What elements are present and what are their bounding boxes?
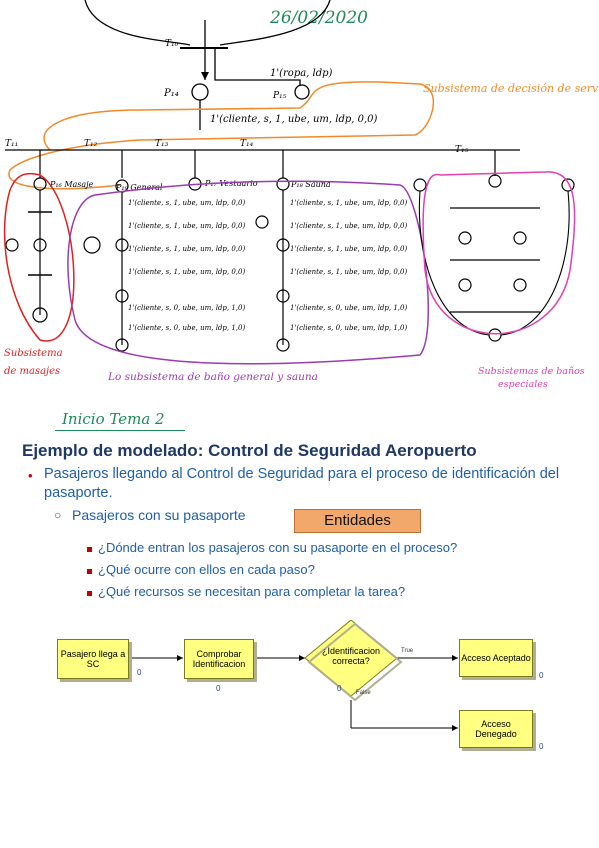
question-1: ¿Dónde entran los pasajeros con su pasap…	[98, 540, 458, 555]
svg-text:1'(cliente, s, 1, ube, um, ldp: 1'(cliente, s, 1, ube, um, ldp, 0,0)	[128, 222, 245, 230]
question-2: ¿Qué ocurre con ellos en cada paso?	[98, 562, 315, 577]
svg-text:1'(cliente, s, 1, ube, um, ldp: 1'(cliente, s, 1, ube, um, ldp, 0,0)	[290, 222, 407, 230]
true-label: True	[401, 648, 414, 654]
general-subsystem-label: Lo subsistema de baño general y sauna	[107, 371, 318, 383]
slide-title: Ejemplo de modelado: Control de Segurida…	[22, 441, 477, 460]
svg-text:de masajes: de masajes	[4, 366, 60, 377]
process-module[interactable]: Comprobar Identificacion	[184, 639, 254, 679]
p16-label: P₁₆ Masaje	[49, 180, 94, 189]
decide-label[interactable]: ¿Identificacion correcta?	[321, 646, 381, 666]
accept-module[interactable]: Acceso Aceptado	[459, 639, 533, 677]
deny-module[interactable]: Acceso Denegado	[459, 710, 533, 748]
svg-text:1'(cliente, s, 1, ube, um, ldp: 1'(cliente, s, 1, ube, um, ldp, 0,0)	[290, 245, 407, 253]
svg-text:1'(cliente, s, 0, ube, um, ldp: 1'(cliente, s, 0, ube, um, ldp, 1,0)	[290, 324, 407, 332]
create-module[interactable]: Pasajero llega a SC	[57, 639, 129, 679]
token-ropa: 1'(ropa, ldp)	[270, 68, 333, 79]
svg-text:1'(cliente, s, 1, ube, um, ldp: 1'(cliente, s, 1, ube, um, ldp, 0,0)	[128, 199, 245, 207]
svg-text:1'(cliente, s, 1, ube, um, ldp: 1'(cliente, s, 1, ube, um, ldp, 0,0)	[290, 268, 407, 276]
false-label: False	[356, 690, 371, 696]
date-annotation: 26/02/2020	[270, 8, 368, 28]
entidades-badge: Entidades	[294, 509, 421, 533]
t14-label: T₁₄	[240, 139, 254, 149]
p18-label: P₁₈ Sauna	[290, 180, 331, 189]
token-cliente: 1'(cliente, s, 1, ube, um, ldp, 0,0)	[210, 114, 378, 125]
counter: 0	[539, 742, 544, 751]
bullet-passengers: Pasajeros llegando al Control de Segurid…	[44, 466, 560, 501]
masaje-subsystem-label: Subsistema	[4, 348, 63, 359]
counter: 0	[137, 668, 142, 677]
banos-subsystem-label: Subsistemas de baños	[478, 366, 585, 377]
underline	[55, 430, 185, 431]
p15-label: P₁₅	[272, 91, 287, 101]
bullet-dot: •	[28, 468, 33, 483]
svg-text:1'(cliente, s, 1, ube, um, ldp: 1'(cliente, s, 1, ube, um, ldp, 0,0)	[290, 199, 407, 207]
square-bullet	[87, 547, 92, 552]
t10-label: T₁₀	[165, 39, 179, 49]
svg-text:especiales: especiales	[498, 379, 548, 390]
question-3: ¿Qué recursos se necesitan para completa…	[98, 584, 406, 599]
t12-label: T₁₂	[84, 139, 98, 149]
sub-bullet-circle: ○	[54, 508, 62, 522]
flowchart-connectors	[129, 620, 458, 731]
counter: 0	[337, 684, 342, 693]
t11-label: T₁₁	[5, 139, 18, 149]
svg-text:1'(cliente, s, 1, ube, um, ldp: 1'(cliente, s, 1, ube, um, ldp, 0,0)	[128, 268, 245, 276]
p19-label: P₁₉ General	[115, 183, 163, 192]
svg-text:1'(cliente, s, 0, ube, um, ldp: 1'(cliente, s, 0, ube, um, ldp, 1,0)	[128, 324, 245, 332]
counter: 0	[539, 671, 544, 680]
svg-text:1'(cliente, s, 1, ube, um, ldp: 1'(cliente, s, 1, ube, um, ldp, 0,0)	[128, 245, 245, 253]
sub-bullet-passport: Pasajeros con su pasaporte	[72, 507, 246, 523]
svg-text:1'(cliente, s, 0, ube, um, ldp: 1'(cliente, s, 0, ube, um, ldp, 1,0)	[290, 304, 407, 312]
counter: 0	[216, 684, 221, 693]
t13-label: T₁₃	[155, 139, 169, 149]
square-bullet	[87, 569, 92, 574]
inicio-tema-note: Inicio Tema 2	[62, 410, 165, 428]
t15-label: T₁₅	[455, 145, 469, 155]
petri-net-diagram: T₁₀ 1'(ropa, ldp) P₁₅ P₁₄ 1'(cliente, s,…	[3, 0, 599, 390]
square-bullet	[87, 591, 92, 596]
decision-subsystem-label: Subsistema de decisión de servicio	[423, 82, 599, 95]
p14-label: P₁₄	[163, 88, 179, 99]
svg-text:1'(cliente, s, 0, ube, um, ldp: 1'(cliente, s, 0, ube, um, ldp, 1,0)	[128, 304, 245, 312]
p17-label: P₁₇ Vestuario	[204, 179, 258, 188]
